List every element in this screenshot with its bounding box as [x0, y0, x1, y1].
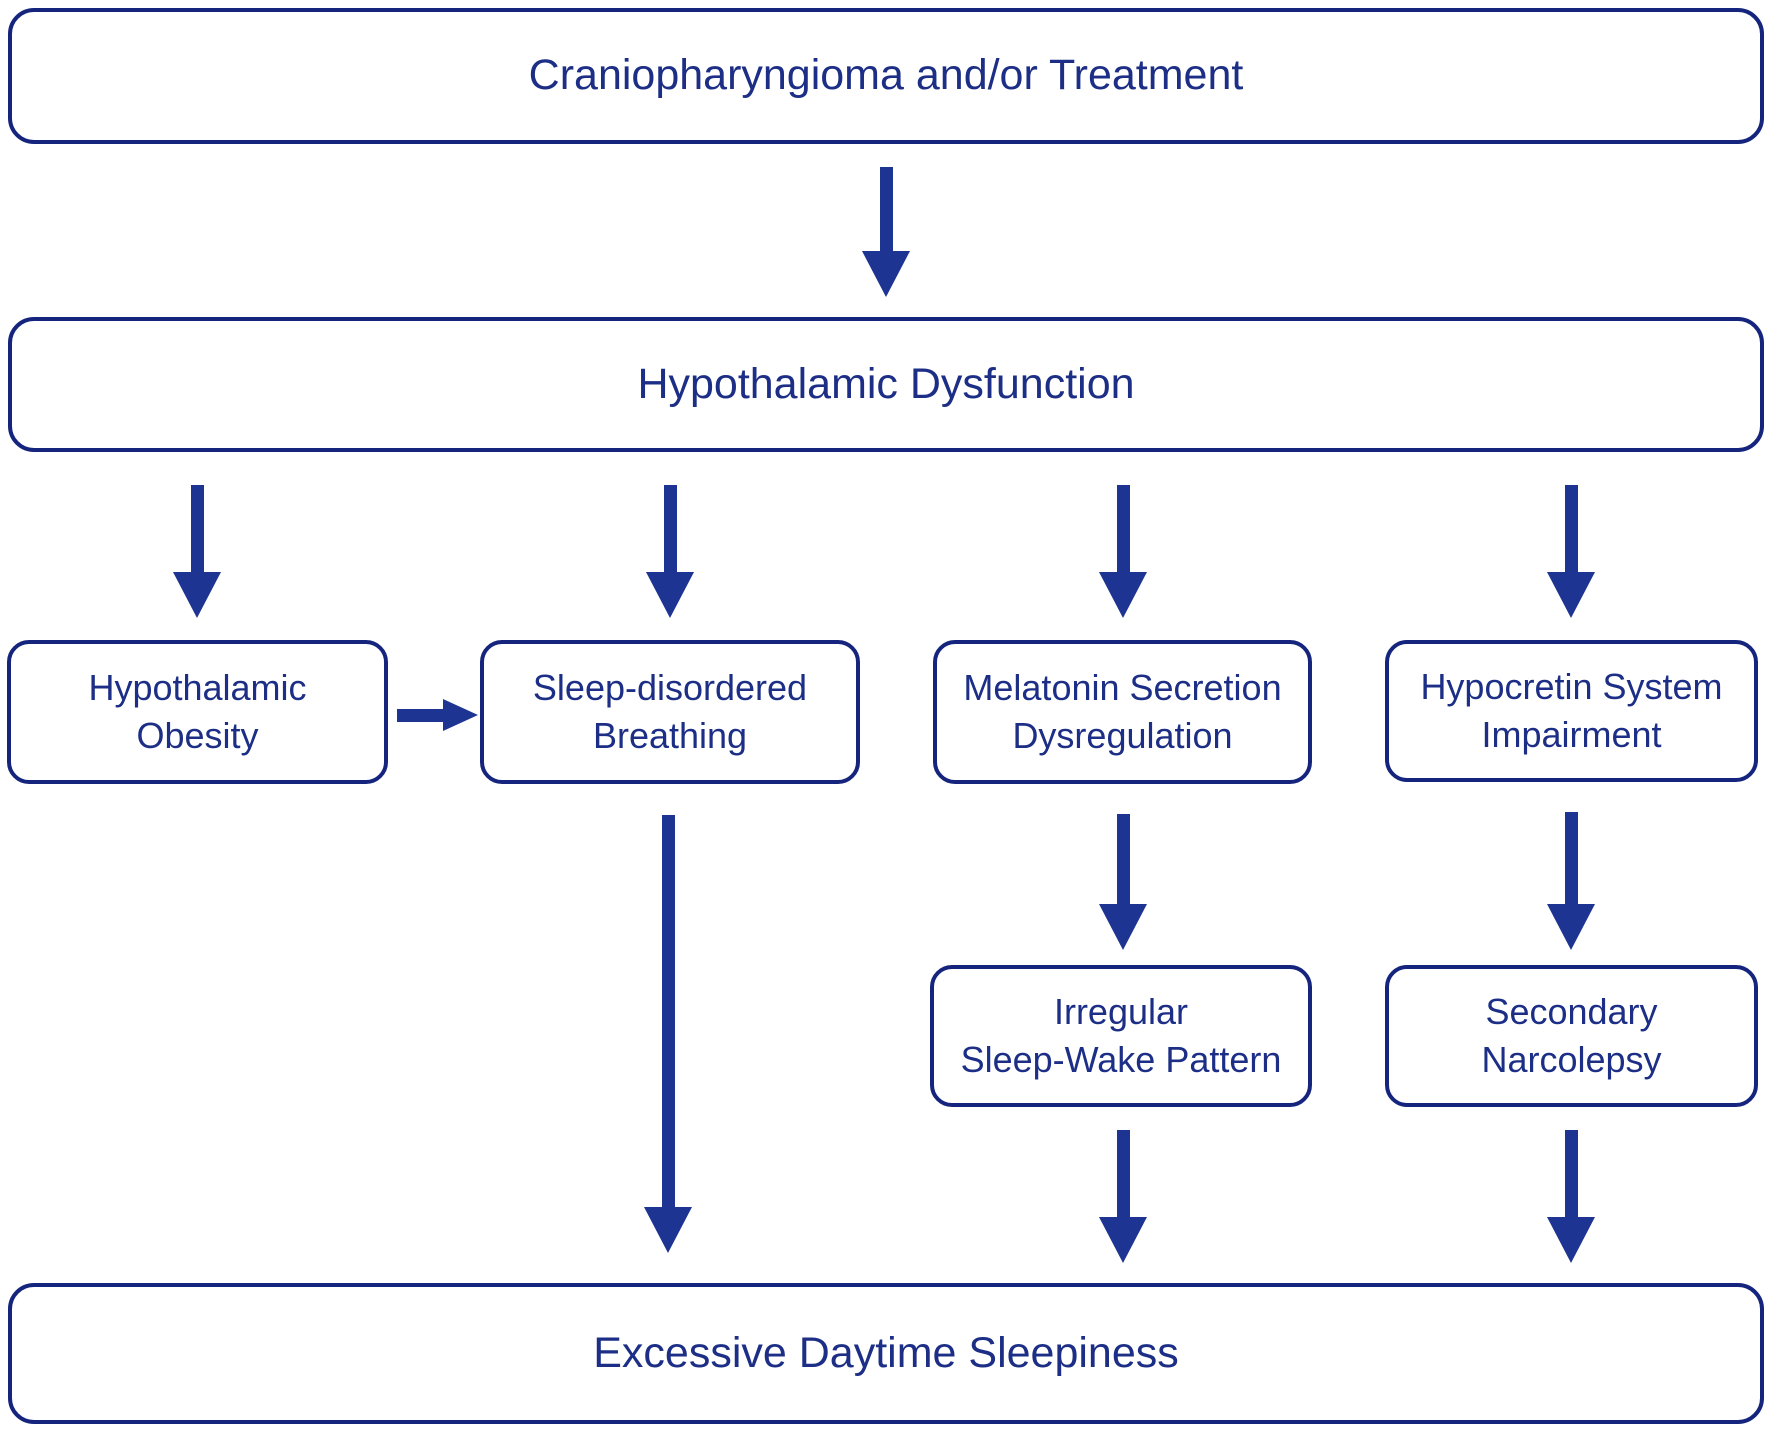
node-hypothalamic-obesity: Hypothalamic Obesity	[7, 640, 388, 784]
arrow-stem	[397, 708, 443, 722]
arrow-stem	[1564, 812, 1578, 904]
arrow-stem	[1564, 485, 1578, 572]
arrow-stem	[879, 167, 893, 251]
arrow-head-icon	[1547, 904, 1595, 950]
node-secondary-narcolepsy: Secondary Narcolepsy	[1385, 965, 1758, 1107]
arrow-stem	[1116, 485, 1130, 572]
node-melatonin-secretion-dysregulation: Melatonin Secretion Dysregulation	[933, 640, 1312, 784]
node-hypothalamic-dysfunction: Hypothalamic Dysfunction	[8, 317, 1764, 452]
arrow-dysfunction-to-breathing	[646, 485, 694, 618]
arrow-stem	[1564, 1130, 1578, 1217]
arrow-head-icon	[443, 699, 478, 731]
arrow-dysfunction-to-hypocretin	[1547, 485, 1595, 618]
node-sleep-disordered-breathing: Sleep-disordered Breathing	[480, 640, 860, 784]
arrow-hypocretin-to-narcolepsy	[1547, 812, 1595, 950]
arrow-head-icon	[173, 572, 221, 618]
arrow-stem	[1116, 1130, 1130, 1217]
arrow-obesity-to-breathing	[397, 699, 478, 731]
arrow-head-icon	[644, 1207, 692, 1253]
node-craniopharyngioma-treatment: Craniopharyngioma and/or Treatment	[8, 8, 1764, 144]
arrow-melatonin-to-irregular-pattern	[1099, 814, 1147, 950]
arrow-irregular-pattern-to-sleepiness	[1099, 1130, 1147, 1263]
arrow-breathing-to-sleepiness	[644, 815, 692, 1253]
arrow-stem	[190, 485, 204, 572]
arrow-stem	[663, 485, 677, 572]
node-excessive-daytime-sleepiness: Excessive Daytime Sleepiness	[8, 1283, 1764, 1424]
arrow-narcolepsy-to-sleepiness	[1547, 1130, 1595, 1263]
arrow-head-icon	[1099, 572, 1147, 618]
arrow-head-icon	[646, 572, 694, 618]
arrow-stem	[1116, 814, 1130, 904]
node-hypocretin-system-impairment: Hypocretin System Impairment	[1385, 640, 1758, 782]
arrow-head-icon	[1099, 1217, 1147, 1263]
arrow-dysfunction-to-melatonin	[1099, 485, 1147, 618]
arrow-craniopharyngioma-to-hypothalamic-dysfunction	[862, 167, 910, 297]
node-irregular-sleep-wake-pattern: Irregular Sleep-Wake Pattern	[930, 965, 1312, 1107]
arrow-head-icon	[1547, 1217, 1595, 1263]
arrow-head-icon	[1547, 572, 1595, 618]
arrow-head-icon	[1099, 904, 1147, 950]
arrow-dysfunction-to-obesity	[173, 485, 221, 618]
arrow-head-icon	[862, 251, 910, 297]
arrow-stem	[661, 815, 675, 1207]
